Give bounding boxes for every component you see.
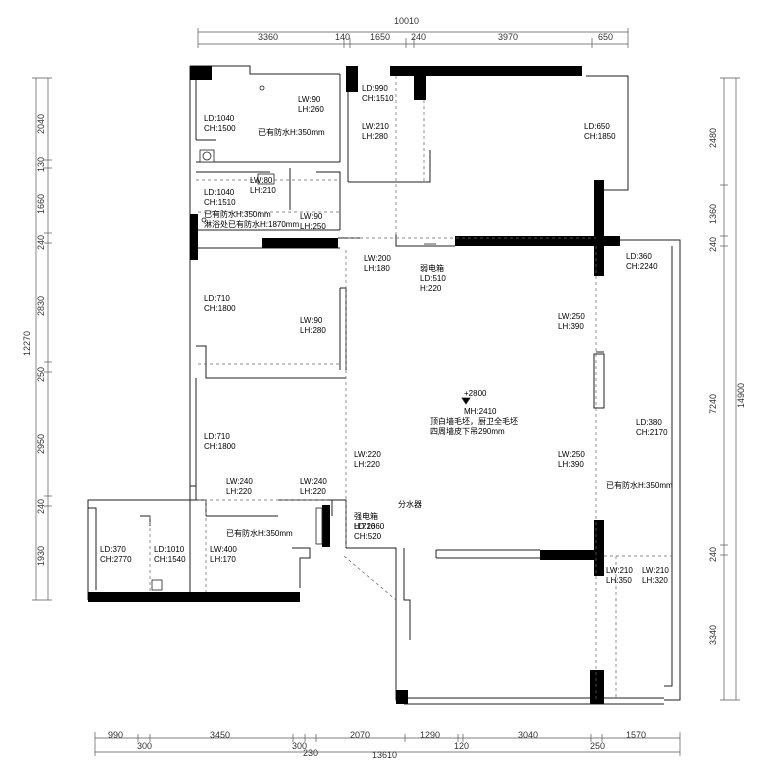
left-dim-6: 250: [36, 366, 46, 382]
top-total-dim: 10010: [394, 16, 420, 26]
left-dim-3: 1660: [36, 193, 46, 214]
bottom-dim-10: 250: [590, 741, 606, 751]
top-dim-2: 140: [335, 32, 351, 42]
annotation-r23: 已有防水H:350mm: [606, 481, 673, 490]
bottom-dim-6: 2070: [350, 730, 371, 740]
top-dim-3: 1650: [370, 32, 391, 42]
left-dim-4: 240: [36, 234, 46, 250]
annotation-r17: +2800: [464, 389, 487, 398]
right-dim-6: 3340: [708, 624, 718, 645]
left-dim-8: 240: [36, 498, 46, 514]
left-dim-5: 2830: [36, 295, 46, 316]
top-dim-6: 650: [598, 32, 614, 42]
right-dim-5: 240: [708, 546, 718, 562]
bottom-dim-5: 230: [303, 748, 319, 758]
right-dim-1: 2480: [708, 127, 718, 148]
right-dim-2: 1360: [708, 203, 718, 224]
thick-walls: [88, 66, 620, 704]
left-dim-2: 130: [36, 156, 46, 172]
thin-walls: [87, 65, 681, 705]
annotation-r2: 已有防水H:350mm: [258, 128, 325, 137]
top-dim-1: 3360: [258, 32, 279, 42]
left-dim-1: 2040: [36, 113, 46, 134]
bottom-total-dim: 13610: [372, 750, 398, 760]
top-dim-4: 240: [411, 32, 427, 42]
bottom-dim-7: 1290: [420, 730, 441, 740]
left-dim-9: 1930: [36, 545, 46, 566]
bottom-dim-2: 300: [137, 741, 153, 751]
bottom-dim-9: 3040: [518, 730, 539, 740]
right-dim-4: 7240: [708, 393, 718, 414]
annotation-r29: 已有防水H:350mm: [226, 529, 293, 538]
bottom-dim-3: 3450: [210, 730, 231, 740]
dimension-lines: [32, 28, 740, 756]
hidden-lines: [149, 76, 672, 700]
bottom-dim-8: 120: [454, 741, 470, 751]
top-dim-5: 3970: [498, 32, 519, 42]
fixtures: [151, 85, 471, 591]
right-dim-3: 240: [708, 236, 718, 252]
left-dim-7: 2950: [36, 433, 46, 454]
bottom-dim-1: 990: [108, 730, 124, 740]
bottom-dim-4: 300: [292, 741, 308, 751]
annotation-r26: 分水器: [398, 500, 422, 509]
right-total-dim: 14900: [736, 382, 746, 408]
bottom-dim-11: 1570: [626, 730, 647, 740]
left-total-dim: 12270: [22, 330, 32, 356]
